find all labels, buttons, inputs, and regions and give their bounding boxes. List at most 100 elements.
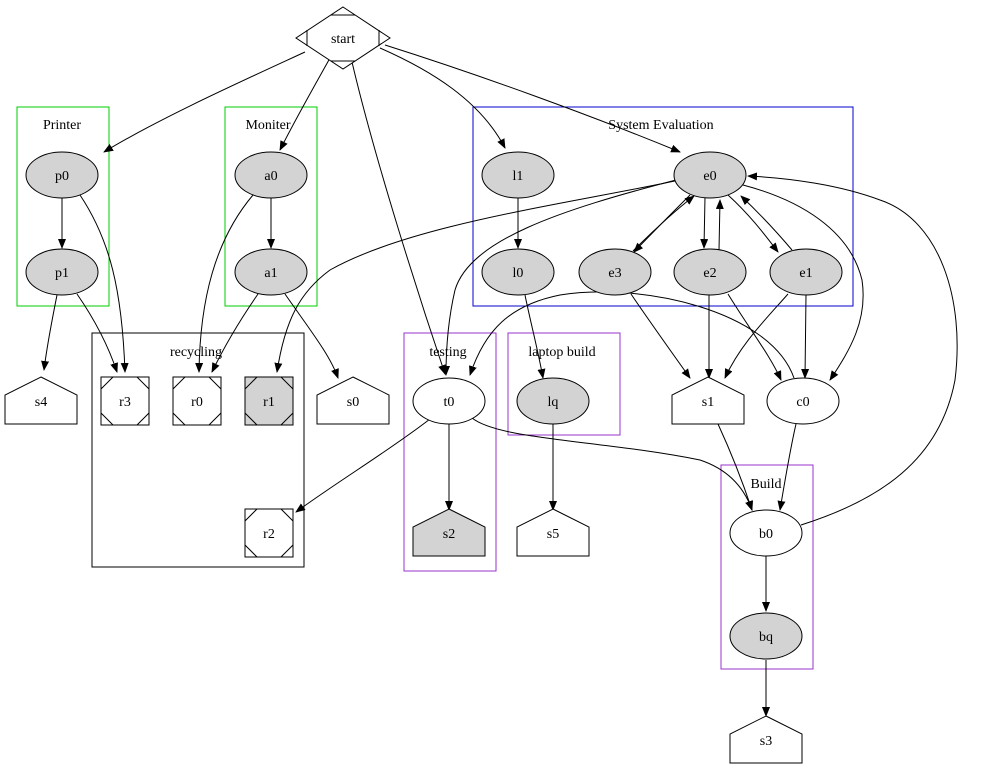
node-c0[interactable]: c0 [766,377,840,425]
ellipse-shape [234,248,308,296]
edge-start-to-t0 [351,61,446,375]
node-s1[interactable]: s1 [671,376,745,425]
edge-e2-to-c0 [727,293,782,381]
node-e2[interactable]: e2 [673,248,747,296]
node-s0[interactable]: s0 [316,376,390,425]
nodes-layer: start p0 p1 a0 a1 l1 l0 e0 e1 e2 e3 r0 r1 r2 r3 t0 s2 lq b… [4,6,843,764]
node-label: a0 [264,169,277,184]
edge-start-to-l1 [379,47,506,149]
edge-e1-to-e0 [740,195,793,251]
edge-e1-to-c0 [801,294,810,379]
house-shape [729,715,803,764]
edge-a1-to-r0 [211,293,259,373]
node-s3[interactable]: s3 [729,715,803,764]
cluster-printer: Printer [16,106,110,307]
edge-p1-to-r3 [76,293,118,373]
cluster-border [224,106,318,307]
house-shape [516,508,590,557]
cluster-border [720,464,814,670]
node-label: s5 [547,527,559,542]
cluster-label: testing [429,345,466,360]
node-l0[interactable]: l0 [481,248,555,296]
house-shape [316,376,390,425]
node-label: e1 [799,266,812,281]
node-r2[interactable]: r2 [244,508,294,558]
node-r1[interactable]: r1 [244,376,294,426]
edge-e0-to-c0 [742,184,864,381]
node-r0[interactable]: r0 [172,376,222,426]
node-bq[interactable]: bq [729,612,803,660]
node-lq[interactable]: lq [516,377,590,425]
cluster-laptop-build: laptop build [507,332,621,436]
edge-c0-to-t0 [469,291,795,379]
ellipse-shape [673,248,747,296]
house-shape [671,376,745,425]
edge-c0-to-b0 [777,423,797,511]
node-e3[interactable]: e3 [578,248,652,296]
node-label: e0 [703,169,716,184]
node-label: c0 [796,395,809,410]
node-label: l0 [513,266,524,281]
node-label: e3 [608,266,621,281]
edge-l0-to-lq [524,294,546,379]
cluster-moniter: Moniter [224,106,318,307]
node-label: s0 [347,395,359,410]
node-p1[interactable]: p1 [25,248,99,296]
node-a0[interactable]: a0 [234,151,308,199]
cluster-border [472,106,854,307]
edge-p0-to-r3 [79,194,129,373]
msquare-corners [244,508,294,558]
msquare-corners [172,376,222,426]
node-label: r2 [263,527,275,542]
node-start[interactable]: start [295,6,391,70]
edge-a1-to-s0 [284,293,339,379]
edge-p1-to-s4 [41,294,58,371]
node-label: a1 [264,266,277,281]
ellipse-shape [766,377,840,425]
edge-e3-to-e0 [632,195,695,252]
msquare-shape [244,376,294,426]
node-label: start [331,32,355,47]
msquare-corners [244,376,294,426]
cluster-label: laptop build [528,345,595,360]
house-shape [4,376,78,425]
edge-b0-to-e0 [747,172,958,526]
node-e0[interactable]: e0 [673,151,747,199]
node-s5[interactable]: s5 [516,508,590,557]
msquare-shape [244,508,294,558]
ellipse-shape [729,612,803,660]
ellipse-shape [769,248,843,296]
node-s2[interactable]: s2 [412,508,486,557]
edge-e2-to-e0 [715,199,724,251]
node-r3[interactable]: r3 [100,376,150,426]
edge-e3-to-s1 [630,293,691,379]
node-b0[interactable]: b0 [729,509,803,557]
node-e1[interactable]: e1 [769,248,843,296]
msquare-corners [100,376,150,426]
node-a1[interactable]: a1 [234,248,308,296]
cluster-border [507,332,621,436]
node-label: s4 [35,395,47,410]
cluster-label: System Evaluation [608,118,713,133]
node-label: lq [548,395,559,410]
mdiamond-marks [306,14,380,62]
node-s4[interactable]: s4 [4,376,78,425]
node-label: s1 [702,395,714,410]
node-label: p0 [55,169,69,184]
node-label: t0 [444,395,455,410]
node-label: b0 [759,527,773,542]
edge-e0-to-e1 [727,194,779,253]
node-label: p1 [55,266,69,281]
node-label: e2 [703,266,716,281]
cluster-system-evaluation: System Evaluation [472,106,854,307]
msquare-shape [172,376,222,426]
node-p0[interactable]: p0 [25,151,99,199]
node-label: r0 [191,395,203,410]
node-l1[interactable]: l1 [481,151,555,199]
cluster-label: recycling [170,345,222,360]
edge-start-to-a0 [279,57,331,151]
ellipse-shape [516,377,590,425]
edge-e0-to-t0 [442,179,677,376]
cluster-build: Build [720,464,814,670]
node-t0[interactable]: t0 [412,377,486,425]
